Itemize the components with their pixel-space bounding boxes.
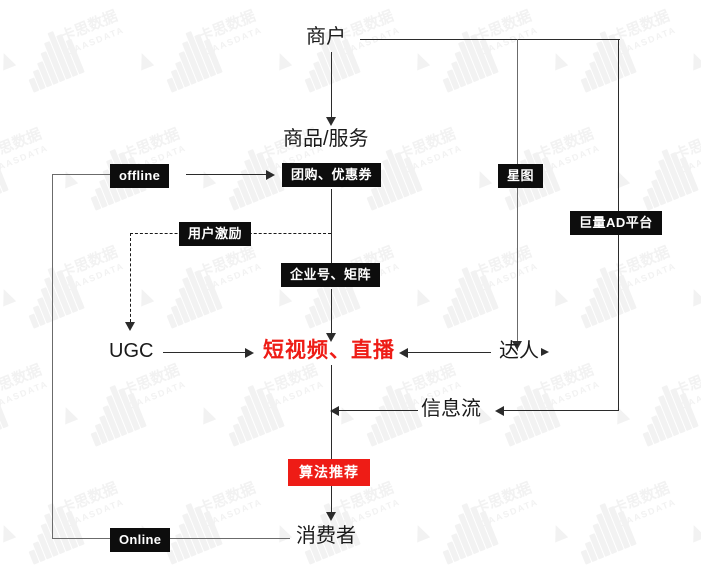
node-influencer[interactable]: 达人 [499, 340, 539, 362]
edge-online-to-consumer [168, 538, 290, 540]
edge-ugc-to-shortvideo [163, 352, 249, 354]
node-xingtu[interactable]: 星图 [498, 164, 544, 188]
node-user-incentive[interactable]: 用户激励 [179, 222, 252, 246]
arrow-enterprise-to-shortvideo [326, 333, 336, 342]
node-group-buy-coupon[interactable]: 团购、优惠券 [282, 163, 382, 187]
node-offline[interactable]: offline [110, 164, 170, 188]
edge-merchant-to-right-rail [360, 39, 620, 41]
node-goods-services[interactable]: 商品/服务 [283, 128, 369, 150]
edge-merchant-to-xingtu [517, 39, 519, 351]
node-enterprise-account-matrix[interactable]: 企业号、矩阵 [281, 263, 381, 287]
arrow-feed-to-algorithm [330, 406, 339, 416]
node-algorithm-recommendation[interactable]: 算法推荐 [288, 459, 370, 486]
arrow-xingtu-to-influencer [512, 341, 522, 350]
node-short-video-livestream[interactable]: 短视频、直播 [263, 339, 395, 362]
arrow-ad-platform-to-feed [495, 406, 504, 416]
node-ad-platform[interactable]: 巨量AD平台 [570, 211, 662, 235]
arrow-offline-to-groupbuy [266, 170, 275, 180]
arrow-feed-to-influencer [541, 348, 549, 356]
arrow-merchant-to-goods [326, 117, 336, 126]
arrow-user-incentive-to-ugc [125, 322, 135, 331]
arrow-algorithm-to-consumer [326, 512, 336, 521]
edge-merchant-to-goods [331, 52, 333, 120]
edge-offline-to-groupbuy [186, 174, 270, 176]
arrow-ugc-to-shortvideo [245, 348, 254, 358]
edge-rail-to-online-box [52, 538, 110, 540]
edge-algorithm-to-consumer [331, 484, 333, 516]
edge-enterprise-to-shortvideo [331, 289, 333, 337]
node-online[interactable]: Online [110, 528, 171, 552]
node-consumer[interactable]: 消费者 [296, 525, 356, 547]
edge-ad-platform-to-feed [502, 410, 619, 412]
edge-rail-to-offline-box [52, 174, 110, 176]
node-feed-stream[interactable]: 信息流 [421, 398, 481, 420]
edge-influencer-to-shortvideo [407, 352, 491, 354]
node-ugc[interactable]: UGC [109, 340, 154, 362]
edge-offline-online-rail [52, 174, 54, 538]
node-merchant[interactable]: 商户 [306, 26, 346, 48]
arrow-influencer-to-shortvideo [399, 348, 408, 358]
edge-groupbuy-to-enterprise [331, 189, 333, 265]
edge-feed-to-algorithm [338, 410, 418, 412]
edge-user-incentive-dashed-vertical [130, 233, 131, 327]
